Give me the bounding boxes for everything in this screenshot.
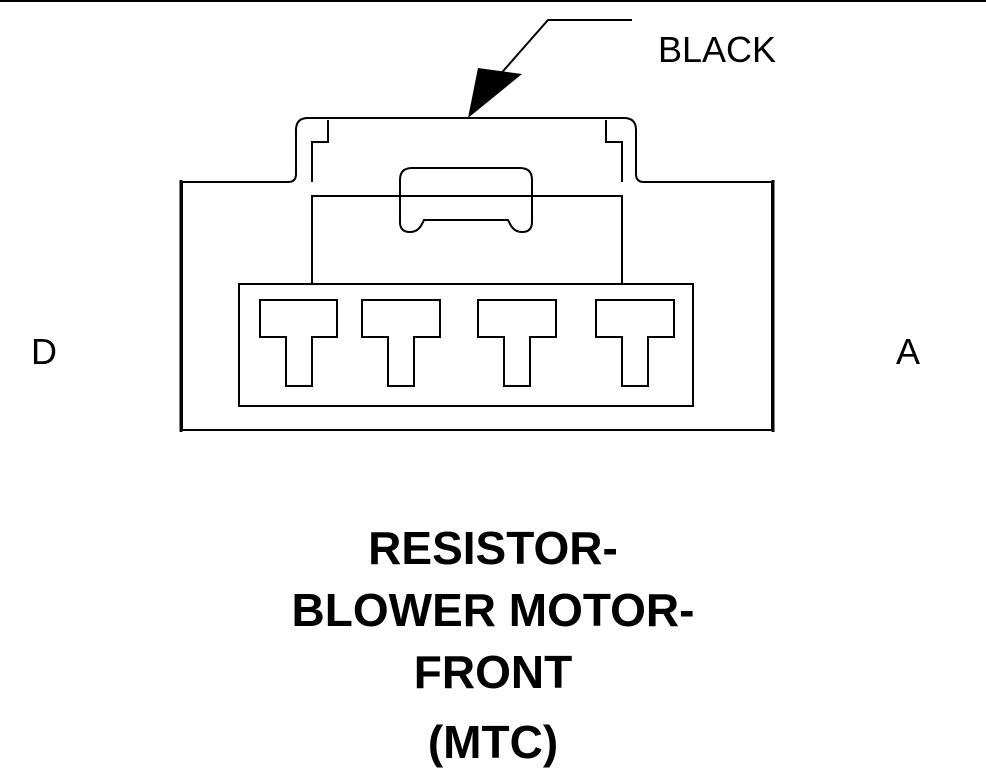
title-line-2: BLOWER MOTOR- [291, 584, 695, 636]
connector-color-label: BLACK [658, 29, 776, 70]
title-line-1: RESISTOR- [368, 522, 618, 574]
color-leader-arrow [468, 19, 632, 118]
terminal-cavity-3 [477, 299, 557, 387]
connector-body [179, 117, 775, 432]
terminal-cavity-1 [259, 299, 338, 387]
terminals [259, 299, 675, 387]
pin-label-right: A [896, 331, 920, 372]
terminal-cavity-4 [595, 299, 675, 387]
title-line-4: (MTC) [427, 716, 559, 768]
pin-label-left: D [31, 331, 57, 372]
title-line-3: FRONT [413, 646, 573, 698]
terminal-cavity-2 [361, 299, 441, 387]
